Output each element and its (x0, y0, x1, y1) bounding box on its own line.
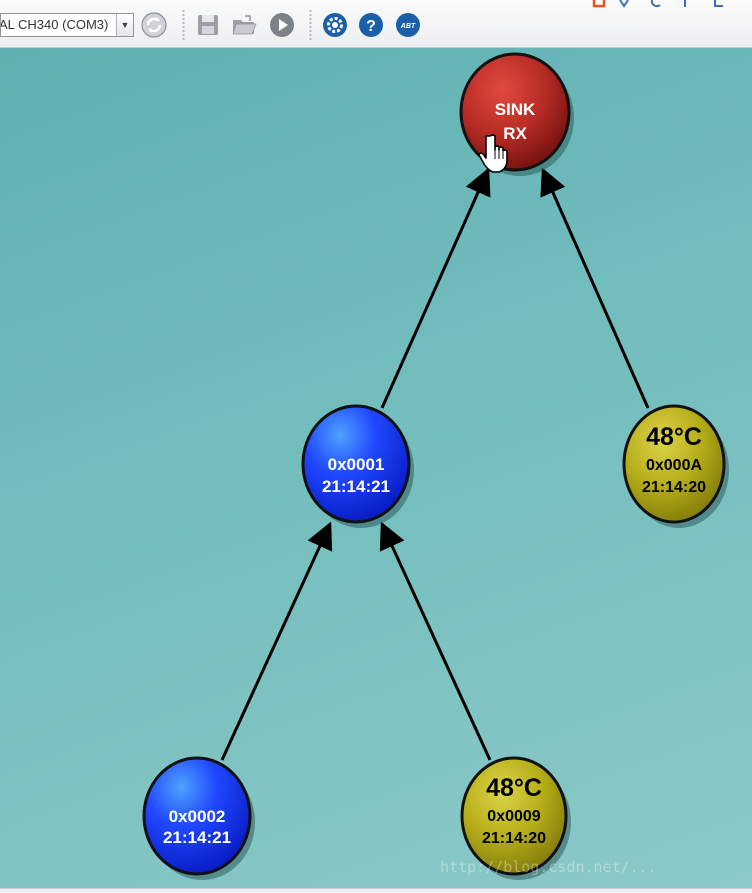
edge-000A-to-sink (540, 167, 650, 409)
watermark: http://blog.csdn.net/... (440, 858, 657, 876)
about-icon[interactable]: ABT (394, 11, 422, 39)
edge-0001-to-sink (380, 167, 491, 409)
node-0x0001-time: 21:14:21 (322, 477, 390, 496)
edge-0009-to-0001 (379, 521, 492, 761)
open-folder-icon[interactable] (230, 11, 258, 39)
about-label: ABT (400, 23, 416, 30)
node-0x0002-address: 0x0002 (169, 807, 226, 826)
settings-icon[interactable] (321, 11, 349, 39)
toolbar: AL CH340 (COM3) ▼ ? ABT (0, 0, 752, 48)
toolbar-separator (182, 9, 185, 41)
status-strip (0, 888, 752, 893)
node-sink-line2: RX (503, 124, 527, 143)
edge-0002-to-0001 (220, 521, 333, 761)
node-0x000A-time: 21:14:20 (642, 479, 706, 496)
node-0x0002-time: 21:14:21 (163, 828, 231, 847)
play-icon[interactable] (268, 11, 296, 39)
node-0x0001-address: 0x0001 (328, 455, 385, 474)
node-0x0002[interactable]: 0x0002 21:14:21 (142, 756, 255, 880)
save-icon[interactable] (194, 11, 222, 39)
serial-port-select[interactable]: AL CH340 (COM3) ▼ (0, 13, 134, 37)
hand-cursor-icon (478, 134, 508, 173)
node-0x0009-time: 21:14:20 (482, 830, 546, 847)
chevron-down-icon[interactable]: ▼ (116, 14, 133, 36)
node-0x000A[interactable]: 48°C 0x000A 21:14:20 (622, 404, 729, 528)
refresh-icon[interactable] (140, 11, 168, 39)
node-0x0001[interactable]: 0x0001 21:14:21 (301, 404, 414, 528)
node-0x0009[interactable]: 48°C 0x0009 21:14:20 (460, 756, 571, 880)
node-0x0009-temperature: 48°C (486, 774, 542, 802)
serial-port-value: AL CH340 (COM3) (0, 17, 109, 32)
brand-logo-icon (592, 0, 723, 8)
help-icon[interactable]: ? (357, 11, 385, 39)
node-sink-line1: SINK (495, 100, 536, 119)
toolbar-separator (309, 9, 312, 41)
help-label: ? (366, 18, 376, 35)
node-0x000A-temperature: 48°C (646, 423, 702, 451)
node-0x000A-address: 0x000A (646, 457, 702, 474)
node-0x0009-address: 0x0009 (487, 808, 540, 825)
